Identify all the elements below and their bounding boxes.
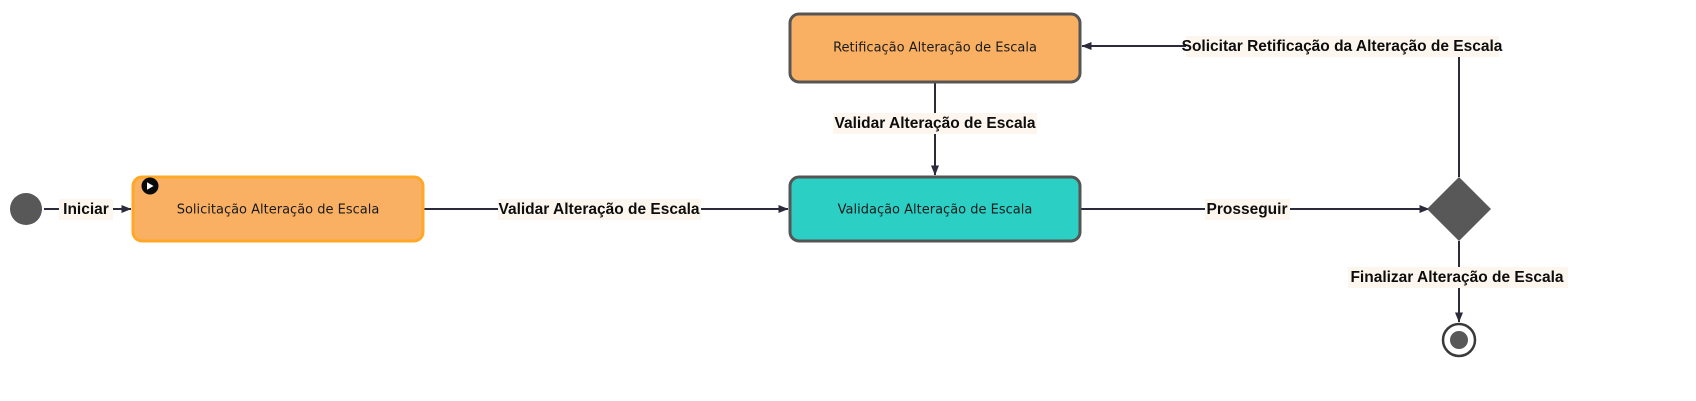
state-solicitacao-label: Solicitação Alteração de Escala <box>177 203 380 218</box>
edge-finalizar-label-bg <box>1348 267 1568 288</box>
edge-validar-alteracao-horizontal: Validar Alteração de Escala <box>423 199 789 220</box>
state-solicitacao[interactable]: Solicitação Alteração de Escala <box>131 175 425 243</box>
decision-node-diamond[interactable] <box>1427 177 1491 241</box>
edge-validar-horizontal-label: Validar Alteração de Escala <box>498 201 699 218</box>
edge-prosseguir: Prosseguir <box>1080 199 1430 220</box>
start-node[interactable] <box>10 193 42 225</box>
state-validacao[interactable]: Validação Alteração de Escala <box>788 175 1082 243</box>
state-retificacao-label: Retificação Alteração de Escala <box>833 41 1037 56</box>
edge-iniciar-label-bg <box>59 199 113 220</box>
decision-node[interactable] <box>1427 177 1491 241</box>
end-node[interactable] <box>1441 322 1477 358</box>
play-icon <box>141 177 159 195</box>
edge-prosseguir-label: Prosseguir <box>1207 201 1288 218</box>
state-validacao-box[interactable] <box>788 175 1082 243</box>
state-retificacao[interactable]: Retificação Alteração de Escala <box>788 12 1082 84</box>
edge-finalizar-label: Finalizar Alteração de Escala <box>1350 269 1563 286</box>
edge-finalizar: Finalizar Alteração de Escala <box>1348 241 1568 323</box>
edge-validar-vertical-label-bg <box>833 113 1037 134</box>
edge-prosseguir-label-bg <box>1205 199 1290 220</box>
state-retificacao-box[interactable] <box>788 12 1082 84</box>
edge-validar-horizontal-label-bg <box>498 199 701 220</box>
edge-iniciar: Iniciar <box>44 199 132 220</box>
edge-solicitar-retificacao-label: Solicitar Retificação da Alteração de Es… <box>1182 38 1503 55</box>
edge-iniciar-label: Iniciar <box>63 201 109 218</box>
edge-validar-vertical-label: Validar Alteração de Escala <box>834 115 1035 132</box>
state-solicitacao-box[interactable] <box>131 175 425 243</box>
start-node-circle[interactable] <box>10 193 42 225</box>
end-node-inner-circle <box>1450 331 1468 349</box>
edge-validar-alteracao-vertical: Validar Alteração de Escala <box>833 82 1037 176</box>
edge-solicitar-retificacao: Solicitar Retificação da Alteração de Es… <box>1081 36 1503 177</box>
state-validacao-label: Validação Alteração de Escala <box>838 203 1033 218</box>
edge-solicitar-retificacao-label-bg <box>1186 36 1499 57</box>
